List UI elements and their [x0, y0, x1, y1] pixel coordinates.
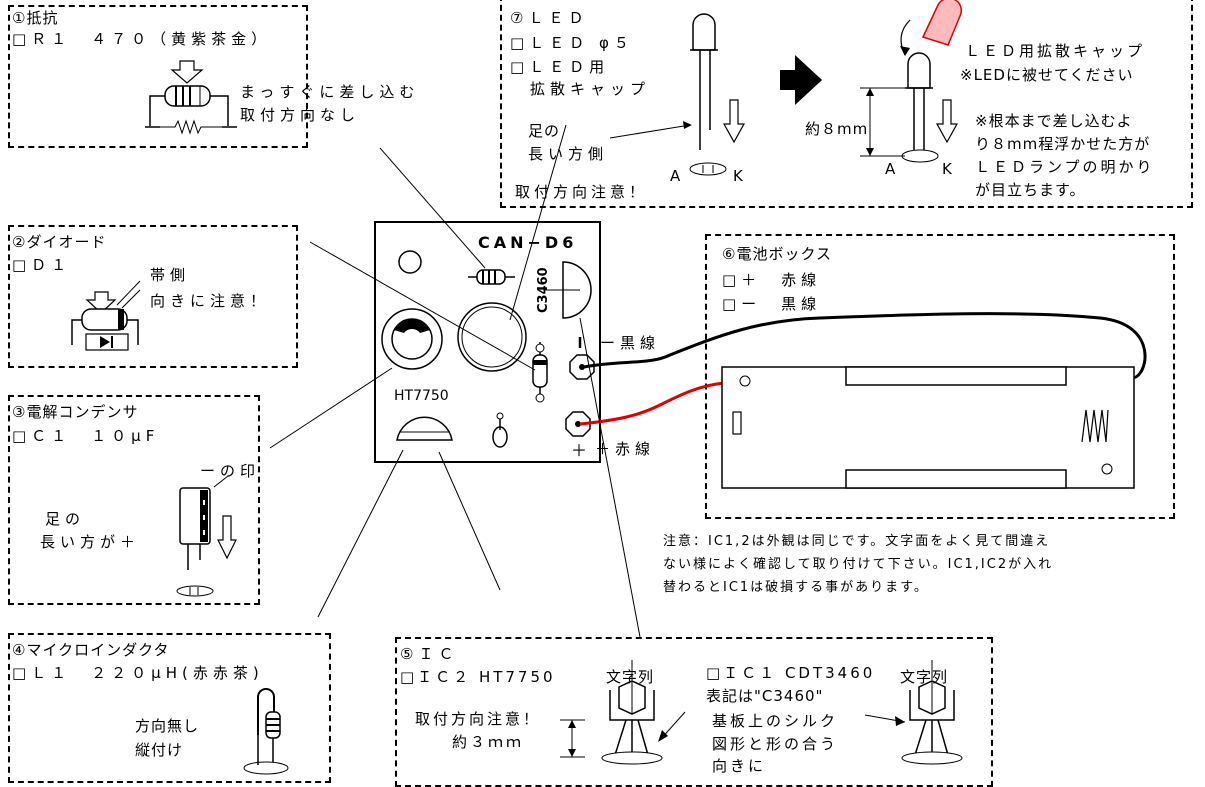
red-wire-label: ＋赤線	[595, 440, 656, 458]
sec7-height: 約８mm	[805, 120, 869, 138]
board-inductor	[492, 412, 508, 448]
board-ic2-footprint	[396, 416, 453, 441]
led-illustration	[609, 13, 746, 176]
sec5-height: 約３ｍｍ	[452, 733, 525, 751]
sec3-mark: ーの印	[200, 462, 261, 480]
sec5-label-right: 文字列	[900, 668, 949, 686]
inductor-illustration	[243, 688, 289, 775]
notice-line1: 注意：IC1,2は外観は同じです。文字面をよく見て間違え	[663, 534, 1051, 549]
section-resistor-box	[8, 5, 308, 148]
sec7-cap1: ＬＥＤ用拡散キャップ	[965, 42, 1146, 60]
sec5-item-ic2: □ＩＣ２ HT7750	[400, 668, 556, 686]
board-diode	[532, 342, 548, 403]
sec7-K-left: K	[733, 167, 744, 185]
sec2-note1: 帯側	[150, 266, 191, 284]
sec6-title: ⑥電池ボックス	[722, 245, 832, 263]
sec4-title: ④マイクロインダクタ	[12, 641, 170, 659]
sec7-item2b: 拡散キャップ	[530, 80, 651, 98]
board-ic2-label: HT7750	[394, 388, 449, 404]
sec7-tip1: ※根本まで差し込むよ	[975, 112, 1133, 130]
ic1-illustration	[864, 660, 963, 765]
sec5-title: ⑤ＩＣ	[400, 645, 459, 663]
sec7-tip3: ＬＥＤランプの明かり	[975, 158, 1155, 176]
black-wire	[583, 312, 1147, 380]
sec1-note2: 取付方向なし	[240, 106, 361, 124]
diode-illustration	[71, 280, 141, 351]
board-terminal-plus	[565, 411, 591, 437]
sec3-leg2: 長い方が＋	[40, 533, 141, 551]
sec5-label-left: 文字列	[606, 668, 655, 686]
board-name-label: CAN−D6	[478, 233, 577, 252]
notice-line2: ない様によく確認して取り付けて下さい。IC1,IC2が入れ	[663, 557, 1054, 572]
section-led-box	[500, 0, 1193, 208]
ic2-illustration	[601, 660, 663, 765]
notice-line3: 替わるとIC1は破損する事があります。	[663, 580, 929, 595]
board-resistor	[468, 269, 515, 285]
sec7-leg2: 長い方側	[528, 145, 609, 163]
sec1-title: ①抵抗	[12, 9, 59, 27]
sec2-title: ②ダイオード	[12, 233, 107, 251]
sec7-A-left: A	[670, 167, 682, 185]
sec5-silk1: 基板上のシルク	[712, 712, 839, 730]
sec6-plus: □＋ 赤線	[722, 271, 822, 289]
capacitor-illustration	[176, 475, 237, 597]
arrow-right-icon	[780, 55, 822, 105]
section-battery-box	[705, 234, 1175, 519]
board-ic1-label: C3460	[536, 267, 551, 313]
sec7-cap2: ※LEDに被せてください	[960, 66, 1134, 84]
section-diode-box	[8, 225, 298, 368]
sec2-note2: 向きに注意！	[150, 292, 271, 310]
sec7-K-right: K	[942, 160, 953, 178]
sec7-warn: 取付方向注意！	[515, 183, 649, 201]
sec5-silk2: 図形と形の合う	[712, 735, 839, 753]
sec4-note1: 方向無し	[135, 717, 200, 735]
sec5-item-ic1: □ＩＣ１ CDT3460	[706, 664, 876, 682]
sec7-tip2: り８mm程浮かせた方が	[975, 135, 1151, 153]
sec7-title: ⑦ＬＥＤ	[510, 9, 589, 27]
sec7-tip4: が目立ちます。	[975, 181, 1086, 199]
sec2-item: □Ｄ１	[12, 256, 72, 274]
board-mount-hole	[398, 250, 422, 274]
sec1-item: □Ｒ１ ４７０（黄紫茶金）	[12, 30, 272, 48]
sec5-warn: 取付方向注意！	[415, 710, 542, 728]
resistor-illustration	[145, 60, 237, 135]
sec5-marking: 表記は"C3460"	[706, 687, 824, 705]
dimension-3mm	[560, 719, 585, 758]
sec7-A-right: A	[885, 160, 897, 178]
sec7-item2: □ＬＥＤ用	[510, 58, 610, 76]
sec4-item: □Ｌ１ ２２０μH(赤赤茶)	[12, 664, 264, 682]
black-wire-label: ー黒線	[600, 334, 661, 352]
sec3-item: □Ｃ１ １０μF	[12, 427, 160, 445]
section-capacitor-box	[8, 395, 260, 605]
sec3-leg1: 足の	[45, 510, 86, 528]
sec3-title: ③電解コンデンサ	[12, 403, 139, 421]
sec1-note1: まっすぐに差し込む	[240, 83, 420, 101]
sec4-note2: 縦付け	[135, 741, 184, 759]
red-wire	[579, 381, 726, 426]
board-plus-sign: ＋	[571, 441, 587, 460]
sec7-item1: □ＬＥＤ φ５	[510, 34, 634, 52]
sec5-silk3: 向きに	[712, 757, 767, 775]
battery-box-drawing	[721, 366, 1135, 489]
sec6-minus: □ー 黒線	[722, 295, 822, 313]
led-with-cap-illustration	[860, 0, 963, 163]
sec7-leg1: 足の	[528, 122, 561, 140]
